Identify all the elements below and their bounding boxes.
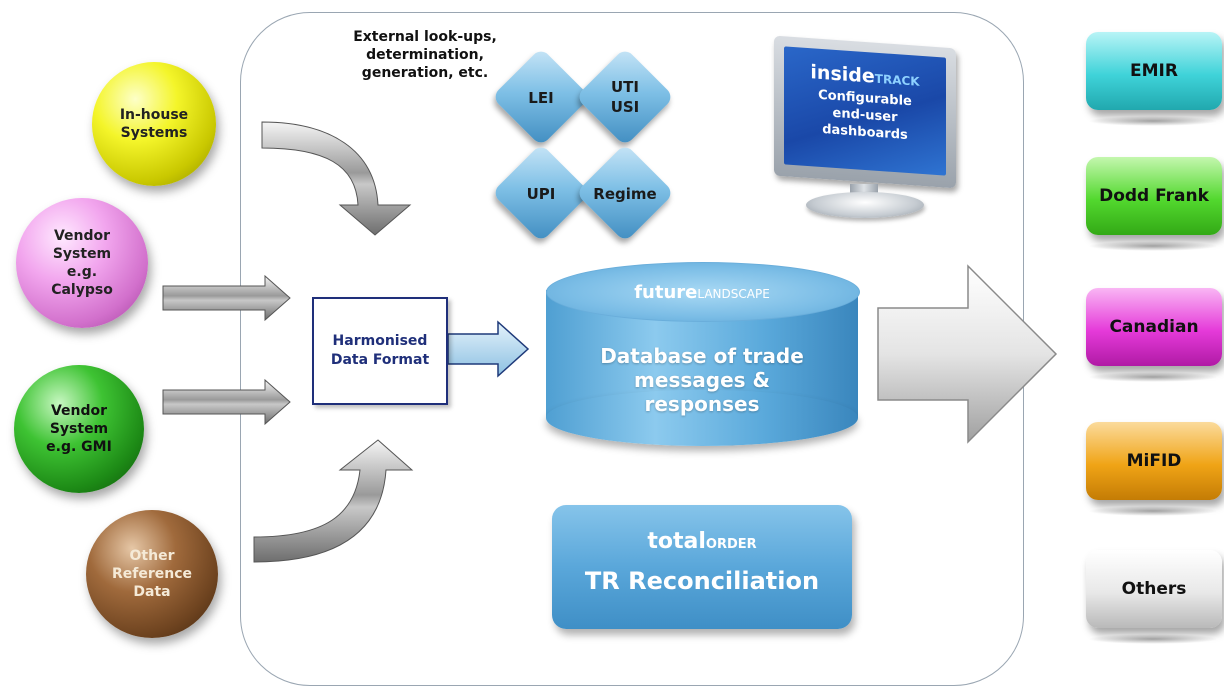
monitor-stand xyxy=(806,192,924,218)
regime-shadow xyxy=(1088,506,1218,516)
straight-arrow-calypso xyxy=(162,274,291,322)
source-label: In-house Systems xyxy=(119,107,189,141)
regime-shadow xyxy=(1088,634,1218,644)
harmonised-label: Harmonised Data Format xyxy=(330,333,430,368)
straight-arrow-gmi xyxy=(162,378,291,426)
monitor-brand-small: TRACK xyxy=(874,71,920,89)
diamond-label-regime: Regime xyxy=(593,185,657,203)
regime-shadow xyxy=(1088,241,1218,251)
regime-shadow xyxy=(1088,372,1218,382)
tr-reconciliation-box: totalORDER TR Reconciliation xyxy=(552,505,852,629)
db-text: Database of trade messages & responses xyxy=(600,344,804,416)
curved-arrow-down xyxy=(261,121,412,236)
source-in-house-systems: In-house Systems xyxy=(92,62,216,186)
recon-brand-small: ORDER xyxy=(705,537,757,552)
regime-mifid: MiFID xyxy=(1086,422,1222,500)
database-cylinder: futureLANDSCAPE Database of trade messag… xyxy=(546,262,860,447)
monitor-screen: insideTRACK Configurable end-user dashbo… xyxy=(774,35,956,189)
regime-label: Canadian xyxy=(1109,317,1199,337)
monitor: insideTRACK Configurable end-user dashbo… xyxy=(760,35,960,232)
blue-arrow-to-database xyxy=(447,320,530,378)
source-label: Vendor System e.g. Calypso xyxy=(51,228,113,298)
external-lookups-text: External look-ups, determination, genera… xyxy=(353,29,497,81)
diamond-label-upi: UPI xyxy=(526,185,556,203)
cylinder-top xyxy=(546,262,860,322)
regime-label: Others xyxy=(1121,579,1187,599)
harmonised-data-format-box: Harmonised Data Format xyxy=(312,297,448,405)
regime-label: EMIR xyxy=(1130,61,1178,81)
db-brand-small: LANDSCAPE xyxy=(697,287,770,301)
source-other-reference-data: Other Reference Data xyxy=(86,510,218,638)
regime-label: Dodd Frank xyxy=(1099,186,1209,206)
recon-text: TR Reconciliation xyxy=(584,567,820,595)
diamond-label-lei: LEI xyxy=(528,89,554,107)
cylinder-bottom xyxy=(546,390,858,446)
regime-others: Others xyxy=(1086,550,1222,628)
regime-shadow xyxy=(1088,116,1218,126)
source-vendor-calypso: Vendor System e.g. Calypso xyxy=(16,198,148,328)
curved-arrow-up xyxy=(253,439,414,563)
regime-label: MiFID xyxy=(1126,451,1182,471)
source-vendor-gmi: Vendor System e.g. GMI xyxy=(14,365,144,493)
source-label: Other Reference Data xyxy=(111,548,193,600)
regime-canadian: Canadian xyxy=(1086,288,1222,366)
big-output-arrow xyxy=(877,264,1058,444)
source-label: Vendor System e.g. GMI xyxy=(46,403,112,455)
regime-emir: EMIR xyxy=(1086,32,1222,110)
monitor-brand-bold: inside xyxy=(810,61,875,88)
diamond-label-uti-usi: UTI USI xyxy=(610,78,640,116)
db-brand-bold: future xyxy=(634,282,698,303)
regime-dodd-frank: Dodd Frank xyxy=(1086,157,1222,235)
monitor-text: Configurable end-user dashboards xyxy=(818,87,912,143)
recon-brand-bold: total xyxy=(647,529,706,554)
